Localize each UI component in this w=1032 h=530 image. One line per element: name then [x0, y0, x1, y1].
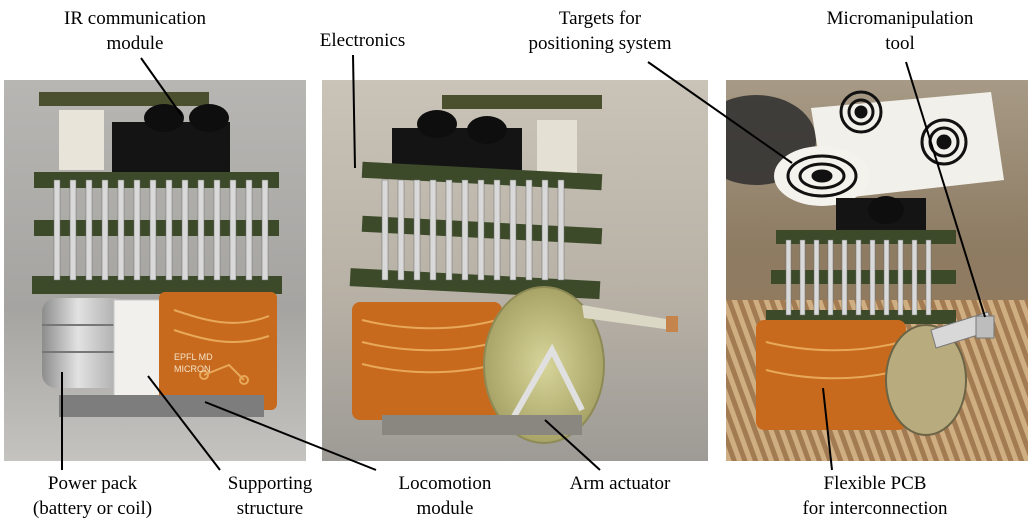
arm-strip	[582, 305, 672, 330]
actuator-disk	[885, 324, 967, 436]
robot-left-illustration: EPFL MD MICRON	[4, 80, 306, 461]
base-plate	[59, 395, 264, 417]
support-block	[537, 120, 577, 180]
robot-middle-illustration	[322, 80, 708, 461]
label-electronics: Electronics	[319, 30, 406, 51]
label-supporting: Supporting structure	[227, 473, 313, 519]
solder-pins	[381, 179, 565, 281]
label-ir-module: IR communication module	[64, 8, 206, 54]
arm-tip	[666, 316, 678, 332]
flex-pcb	[352, 302, 502, 420]
pcb-layer	[39, 92, 209, 106]
support-block	[59, 110, 104, 170]
label-flex-pcb: Flexible PCB for interconnection	[802, 473, 948, 519]
photo-left: EPFL MD MICRON	[4, 80, 306, 461]
ir-led	[417, 110, 457, 138]
base-plate	[382, 415, 582, 435]
label-locomotion: Locomotion module	[398, 473, 492, 519]
flex-pcb	[756, 320, 906, 430]
target	[920, 118, 968, 166]
photo-middle	[322, 80, 708, 461]
pcb-layer	[32, 276, 282, 294]
arm-lever	[509, 343, 585, 422]
label-micro-tool: Micromanipulation tool	[826, 8, 974, 54]
photo-right	[726, 80, 1028, 461]
solder-pins	[53, 179, 269, 281]
label-targets: Targets for positioning system	[528, 8, 672, 54]
ir-led	[144, 104, 184, 132]
robot-right-illustration	[726, 80, 1028, 461]
pcb-print: EPFL MD	[174, 352, 213, 362]
label-power-pack: Power pack (battery or coil)	[32, 473, 153, 519]
micro-tool-tip	[975, 315, 995, 339]
pcb-print: MICRON	[174, 364, 211, 374]
ir-led	[868, 196, 904, 224]
label-arm-actuator: Arm actuator	[569, 473, 671, 494]
battery-stack	[42, 298, 132, 388]
flex-pcb	[159, 292, 277, 410]
target	[839, 90, 883, 134]
ir-led	[189, 104, 229, 132]
ir-led	[467, 116, 507, 144]
support-structure	[113, 299, 163, 409]
pcb-layer	[442, 95, 602, 109]
